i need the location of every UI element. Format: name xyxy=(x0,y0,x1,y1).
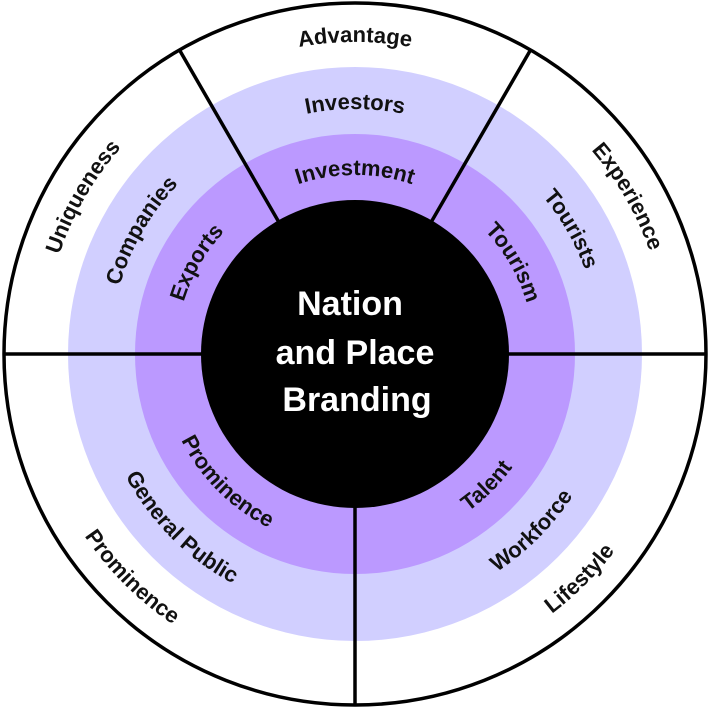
label-text-top-middle: Investors xyxy=(303,89,408,119)
label-top-outer: Advantage xyxy=(296,22,414,52)
center-title: Nation and Place Branding xyxy=(276,285,435,419)
sector-divider-1 xyxy=(429,49,533,224)
center-core xyxy=(201,200,509,508)
sector-divider-0 xyxy=(177,49,281,224)
sector-dividers xyxy=(4,49,706,705)
center-title-line-1: Nation xyxy=(297,285,403,323)
center-title-line-3: Branding xyxy=(282,381,431,419)
label-top-middle: Investors xyxy=(303,89,408,119)
center-title-line-2: and Place xyxy=(276,334,435,372)
label-text-top-outer: Advantage xyxy=(296,22,414,52)
